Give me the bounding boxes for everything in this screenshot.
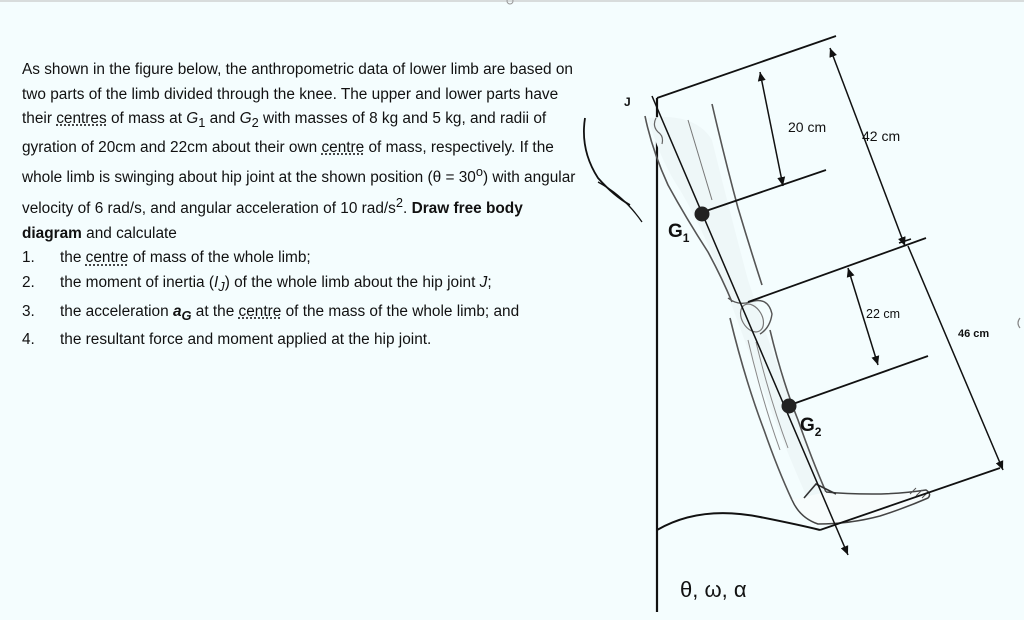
g1-symbol: G (186, 110, 199, 128)
squared-superscript: 2 (395, 195, 404, 211)
g1-label: G1 (668, 221, 690, 245)
torso-outline (583, 117, 631, 206)
thigh-inner-line (687, 119, 713, 201)
dimension-46cm-arrow (907, 245, 1004, 471)
problem-statement: As shown in the figure below, the anthro… (22, 58, 582, 353)
swing-arc (656, 512, 821, 531)
task-text: the acceleration aG at the centre of the… (60, 302, 520, 323)
hip-outline (597, 181, 643, 223)
thigh-front-outline (711, 103, 763, 286)
g1-subscript: 1 (198, 115, 206, 131)
and-word: and (205, 110, 240, 128)
intro-text-6: . (403, 200, 412, 218)
intro-text-1: As shown in the figure below, the anthro… (22, 61, 573, 128)
edge-mark (1017, 317, 1021, 329)
g2-level-line (789, 355, 929, 406)
dimension-20cm-label: 20 cm (788, 119, 826, 135)
dimension-22cm-label: 22 cm (866, 307, 900, 321)
g2-point (781, 398, 797, 414)
task-text: the resultant force and moment applied a… (60, 331, 432, 349)
g2-symbol: G (239, 110, 252, 128)
intro-text-7: and calculate (81, 224, 177, 242)
g2-subscript: 2 (251, 115, 259, 131)
centre-word: centre (321, 138, 365, 156)
foot-outline (791, 489, 931, 525)
limb-axis-line (651, 95, 849, 556)
centres-word: centres (56, 110, 107, 128)
hip-socket-outline (653, 117, 664, 145)
shank-bone-line (755, 341, 789, 449)
task-number: 2. (22, 274, 35, 292)
intro-text-5: ) with angular velocity of 6 rad/s, and … (22, 169, 576, 218)
task-text: the centre of mass of the whole limb; (60, 249, 311, 267)
shank-back-outline (729, 317, 793, 501)
top-reference-line (656, 35, 837, 99)
joint-j-label: J (624, 95, 631, 109)
task-list: 1. the centre of mass of the whole limb;… (22, 246, 582, 353)
dimension-42cm-label: 42 cm (862, 128, 900, 144)
task-number: 1. (22, 249, 35, 267)
thigh-back-outline (644, 115, 733, 303)
motion-variables-label: θ, ω, α (680, 577, 747, 602)
g1-point (694, 206, 710, 222)
edge-mark (506, 0, 514, 5)
intro-text-2: of mass at (106, 110, 187, 128)
task-item-1: 1. the centre of mass of the whole limb; (22, 246, 582, 271)
knee-level-line (747, 237, 927, 303)
dimension-22cm-arrow (846, 267, 880, 366)
dimension-42cm-tick (898, 238, 912, 244)
kneecap-outline (739, 303, 765, 333)
task-number: 3. (22, 302, 35, 320)
intro-text-3: with masses of 8 kg and 5 kg, and radii … (22, 110, 547, 156)
g1-level-line (699, 169, 827, 214)
draw-fbd-instruction: Draw free body diagram (22, 200, 523, 242)
dimension-46cm-label: 46 cm (958, 328, 989, 340)
dimension-42cm-arrow (829, 47, 906, 247)
intro-text-4: of mass, respectively. If the whole limb… (22, 138, 554, 187)
leg-fill (648, 116, 826, 505)
knee-outline (727, 297, 773, 335)
ankle-marker (803, 483, 837, 499)
task-number: 4. (22, 331, 35, 349)
g2-label: G2 (800, 415, 822, 439)
shank-front-outline (769, 329, 827, 493)
problem-intro: As shown in the figure below, the anthro… (22, 58, 582, 246)
task-item-2: 2. the moment of inertia (IJ) of the who… (22, 271, 582, 300)
dimension-20cm-arrow (757, 71, 786, 187)
degree-superscript: o (475, 164, 484, 180)
task-item-3: 3. the acceleration aG at the centre of … (22, 300, 582, 329)
task-item-4: 4. the resultant force and moment applie… (22, 328, 582, 353)
task-text: the moment of inertia (IJ) of the whole … (60, 274, 492, 295)
bottom-reference-line (819, 467, 1001, 531)
shank-bone-line (747, 339, 781, 451)
